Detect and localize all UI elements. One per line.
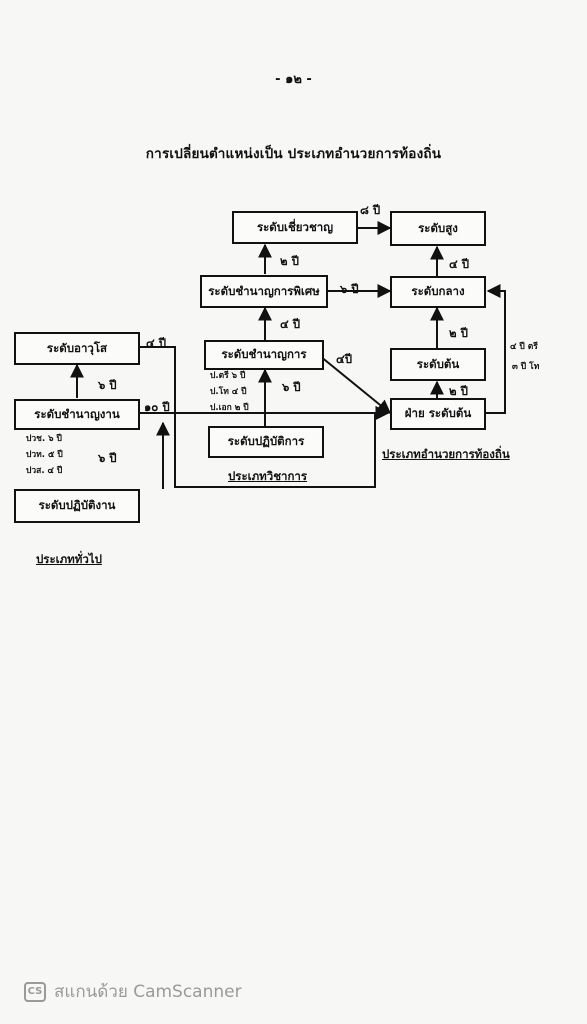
label-prof-dept: ๔ปี bbox=[336, 352, 353, 366]
box-skilled: ระดับชำนาญงาน bbox=[14, 399, 140, 430]
arrow-prof-dept bbox=[319, 355, 392, 414]
label-early-from-dept: ๒ ปี bbox=[449, 326, 468, 340]
box-middle: ระดับกลาง bbox=[390, 276, 486, 308]
box-early: ระดับต้น bbox=[390, 348, 486, 381]
box-practitioner: ระดับปฏิบัติงาน bbox=[14, 489, 140, 523]
label-dept-early: ๒ ปี bbox=[449, 384, 468, 398]
box-high: ระดับสูง bbox=[390, 211, 486, 246]
camscanner-watermark: CS สแกนด้วย CamScanner bbox=[24, 978, 242, 1005]
label-side-bachelor: ๔ ปี ตรี bbox=[510, 342, 538, 352]
label-degree-doctor: ป.เอก ๒ ปี bbox=[210, 403, 249, 413]
section-general: ประเภททั่วไป bbox=[36, 552, 102, 566]
label-cert-2: ปวท. ๕ ปี bbox=[26, 450, 63, 460]
box-senior: ระดับอาวุโส bbox=[14, 332, 140, 365]
label-pract-skilled: ๖ ปี bbox=[98, 451, 117, 465]
section-academic: ประเภทวิชาการ bbox=[228, 469, 308, 483]
label-special-middle: ๖ ปี bbox=[340, 282, 359, 296]
camscanner-text: สแกนด้วย CamScanner bbox=[54, 982, 242, 1002]
box-department-early: ฝ่าย ระดับต้น bbox=[390, 398, 486, 430]
box-special: ระดับชำนาญการพิเศษ bbox=[200, 275, 328, 308]
label-special-expert: ๒ ปี bbox=[280, 254, 299, 268]
page-title: การเปลี่ยนตำแหน่งเป็น ประเภทอำนวยการท้อง… bbox=[145, 146, 442, 162]
label-skilled-dept: ๑๐ ปี bbox=[144, 400, 170, 414]
page-number: - ๑๒ - bbox=[275, 72, 312, 87]
label-early-middle: ๔ ปี bbox=[449, 257, 470, 271]
label-senior-dept: ๔ ปี bbox=[146, 336, 167, 350]
label-side-master: ๓ ปี โท bbox=[512, 362, 540, 372]
box-professional: ระดับชำนาญการ bbox=[204, 340, 324, 370]
arrow-dept-middle-side bbox=[486, 284, 506, 414]
camscanner-logo-icon: CS bbox=[24, 981, 46, 1002]
box-operation: ระดับปฏิบัติการ bbox=[208, 426, 324, 458]
label-degree-bachelor: ป.ตรี ๖ ปี bbox=[210, 371, 246, 381]
label-cert-3: ปวส. ๔ ปี bbox=[26, 466, 63, 476]
label-degree-master: ป.โท ๔ ปี bbox=[210, 387, 247, 397]
label-skilled-senior: ๖ ปี bbox=[98, 378, 117, 392]
label-prof-special: ๔ ปี bbox=[280, 317, 301, 331]
section-local-admin: ประเภทอำนวยการท้องถิ่น bbox=[382, 447, 510, 461]
label-cert-1: ปวช. ๖ ปี bbox=[26, 434, 62, 444]
box-expert: ระดับเชี่ยวชาญ bbox=[232, 211, 358, 244]
label-expert-high: ๘ ปี bbox=[360, 203, 381, 217]
label-op-prof: ๖ ปี bbox=[282, 380, 301, 394]
